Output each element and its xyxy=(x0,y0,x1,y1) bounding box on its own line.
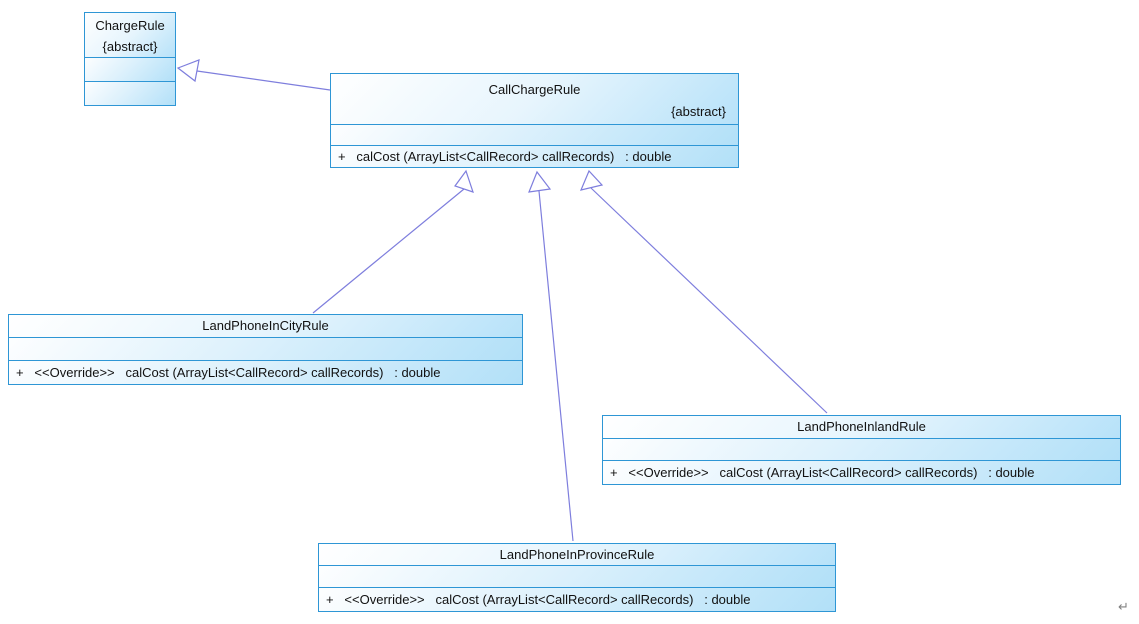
class-header: ChargeRule {abstract} xyxy=(85,13,175,57)
generalization-callchargerule-to-chargerule[interactable] xyxy=(176,59,331,91)
class-header: CallChargeRule {abstract} xyxy=(331,74,738,124)
class-box-landphoneincityrule[interactable]: LandPhoneInCityRule + <<Override>> calCo… xyxy=(8,314,523,385)
class-name: ChargeRule xyxy=(95,18,165,33)
class-box-landphoneinprovincerule[interactable]: LandPhoneInProvinceRule + <<Override>> c… xyxy=(318,543,836,612)
class-stereotype: {abstract} xyxy=(671,104,726,119)
inheritance-arrowhead-icon xyxy=(528,170,552,193)
class-box-chargerule[interactable]: ChargeRule {abstract} xyxy=(84,12,176,106)
class-name: LandPhoneInProvinceRule xyxy=(499,547,655,562)
generalization-landphoneincityrule-to-callchargerule[interactable] xyxy=(312,169,474,314)
inheritance-arrowhead-icon xyxy=(176,59,200,83)
generalization-line[interactable] xyxy=(590,187,828,414)
operations-compartment: + calCost (ArrayList<CallRecord> callRec… xyxy=(331,145,738,167)
attributes-compartment xyxy=(9,337,522,360)
attributes-compartment xyxy=(603,438,1120,460)
generalization-line[interactable] xyxy=(196,70,331,91)
attributes-compartment xyxy=(331,124,738,145)
generalization-landphoneinprovincerule-to-callchargerule[interactable] xyxy=(528,170,574,542)
operations-compartment: + <<Override>> calCost (ArrayList<CallRe… xyxy=(9,360,522,384)
class-header: LandPhoneInProvinceRule xyxy=(319,544,835,565)
generalization-landphoneinlandrule-to-callchargerule[interactable] xyxy=(579,169,828,414)
operations-compartment: + <<Override>> calCost (ArrayList<CallRe… xyxy=(319,587,835,611)
attributes-compartment xyxy=(85,57,175,81)
class-stereotype: {abstract} xyxy=(102,39,158,54)
attributes-compartment xyxy=(319,565,835,587)
class-name: CallChargeRule xyxy=(488,82,581,97)
inheritance-arrowhead-icon xyxy=(454,169,474,193)
class-box-callchargerule[interactable]: CallChargeRule {abstract} + calCost (Arr… xyxy=(330,73,739,168)
operations-compartment: + <<Override>> calCost (ArrayList<CallRe… xyxy=(603,460,1120,484)
generalization-line[interactable] xyxy=(312,188,465,314)
class-name: LandPhoneInCityRule xyxy=(202,318,329,333)
class-name: LandPhoneInlandRule xyxy=(797,419,926,434)
operations-compartment xyxy=(85,81,175,105)
paragraph-return-mark: ↵ xyxy=(1118,599,1129,614)
inheritance-arrowhead-icon xyxy=(579,169,604,191)
class-box-landphoneinlandrule[interactable]: LandPhoneInlandRule + <<Override>> calCo… xyxy=(602,415,1121,485)
class-header: LandPhoneInCityRule xyxy=(9,315,522,337)
generalization-line[interactable] xyxy=(538,190,574,542)
class-header: LandPhoneInlandRule xyxy=(603,416,1120,438)
